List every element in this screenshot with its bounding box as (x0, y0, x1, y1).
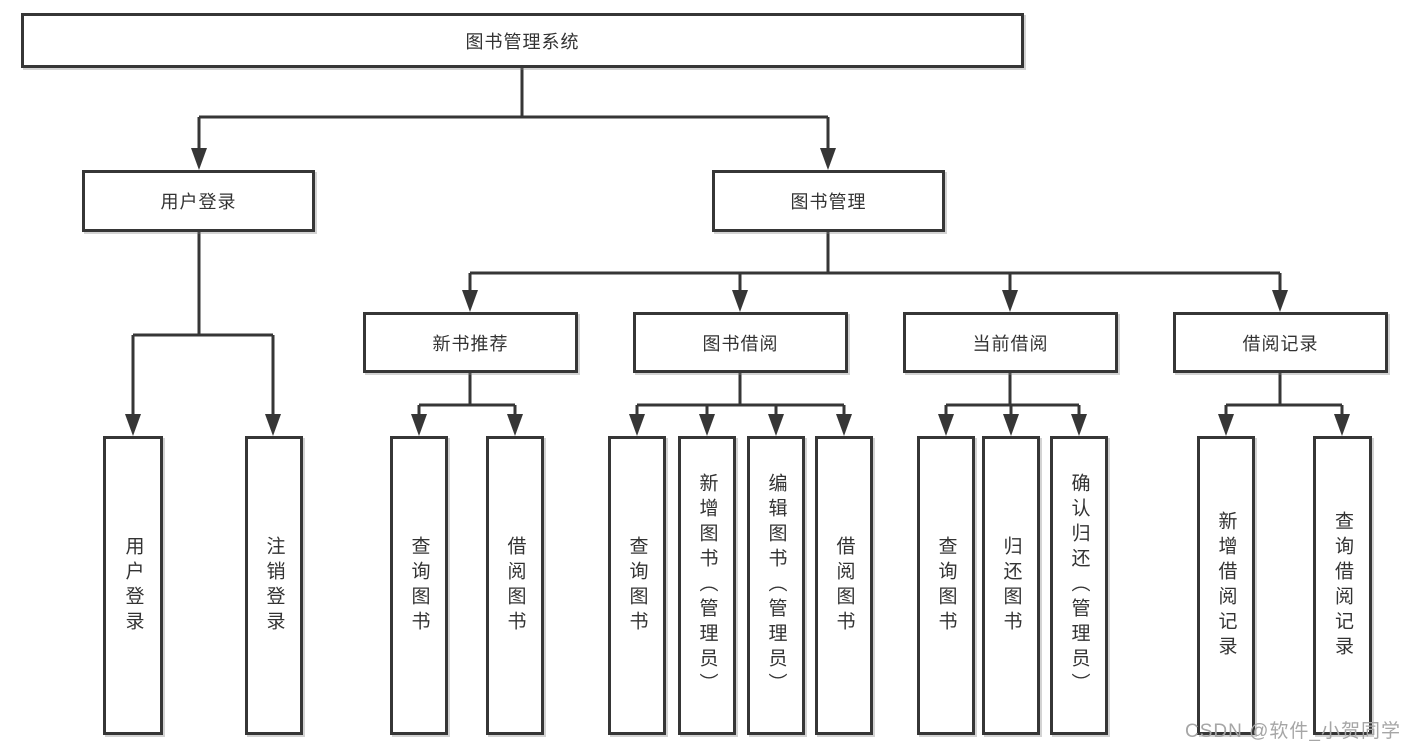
node-leaf-query-books-recommend: 查询图书 (390, 436, 448, 735)
node-new-book-recommend: 新书推荐 (363, 312, 578, 373)
node-leaf-edit-book-admin: 编辑图书（管理员） (747, 436, 805, 735)
node-leaf-query-books-current: 查询图书 (917, 436, 975, 735)
node-leaf-add-book-admin: 新增图书（管理员） (678, 436, 736, 735)
node-book-management-branch: 图书管理 (712, 170, 945, 232)
csdn-watermark: CSDN @软件_小贺同学 (1185, 721, 1401, 742)
node-leaf-logout: 注销登录 (245, 436, 303, 735)
node-user-login-branch: 用户登录 (82, 170, 315, 232)
node-borrow-records: 借阅记录 (1173, 312, 1388, 373)
node-leaf-confirm-return-admin: 确认归还（管理员） (1050, 436, 1108, 735)
node-leaf-query-books-borrow: 查询图书 (608, 436, 666, 735)
node-leaf-return-book: 归还图书 (982, 436, 1040, 735)
node-leaf-borrow-books-recommend: 借阅图书 (486, 436, 544, 735)
node-book-borrow: 图书借阅 (633, 312, 848, 373)
node-leaf-add-borrow-record: 新增借阅记录 (1197, 436, 1255, 735)
node-current-borrow: 当前借阅 (903, 312, 1118, 373)
node-leaf-user-login: 用户登录 (103, 436, 163, 735)
node-leaf-query-borrow-record: 查询借阅记录 (1313, 436, 1372, 735)
node-root-system: 图书管理系统 (21, 13, 1024, 68)
node-leaf-borrow-books: 借阅图书 (815, 436, 873, 735)
